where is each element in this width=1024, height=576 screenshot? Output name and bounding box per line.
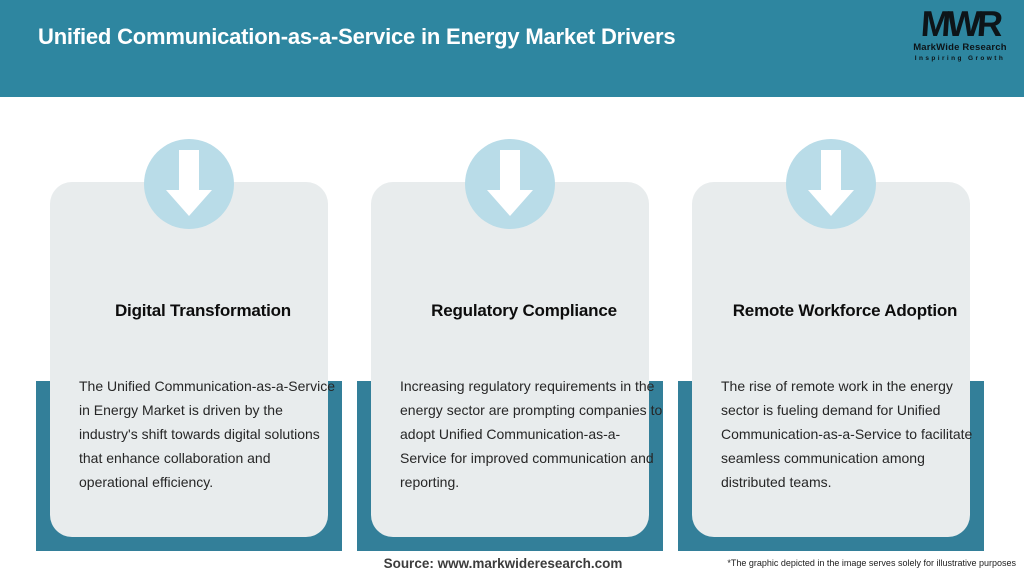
driver-card-remote-workforce-adoption: Remote Workforce Adoption The rise of re… <box>678 131 984 556</box>
disclaimer-text: *The graphic depicted in the image serve… <box>727 558 1016 568</box>
card-description: The rise of remote work in the energy se… <box>721 378 973 490</box>
card-body-panel: Digital Transformation The Unified Commu… <box>50 182 335 537</box>
down-arrow-icon <box>465 139 555 229</box>
markwide-logo: MWR MarkWide Research Inspiring Growth <box>908 3 1012 62</box>
card-title: Regulatory Compliance <box>431 301 617 320</box>
card-body-panel: Regulatory Compliance Increasing regulat… <box>371 182 662 537</box>
down-arrow-icon <box>786 139 876 229</box>
header-bar: Unified Communication-as-a-Service in En… <box>0 0 1024 97</box>
card-title: Digital Transformation <box>114 301 291 320</box>
down-arrow-icon <box>144 139 234 229</box>
logo-tagline: Inspiring Growth <box>914 54 1006 62</box>
card-description: Increasing regulatory requirements in th… <box>400 378 663 490</box>
card-body-panel: Remote Workforce Adoption The rise of re… <box>692 182 972 537</box>
logo-mark: MWR <box>919 3 1001 44</box>
card-title: Remote Workforce Adoption <box>732 301 958 320</box>
driver-card-digital-transformation: Digital Transformation The Unified Commu… <box>36 131 342 556</box>
source-text: Source: www.markwideresearch.com <box>383 556 623 571</box>
card-description: The Unified Communication-as-a-Service i… <box>79 378 335 490</box>
driver-card-regulatory-compliance: Regulatory Compliance Increasing regulat… <box>357 131 663 556</box>
logo-name: MarkWide Research <box>913 42 1007 53</box>
page-title: Unified Communication-as-a-Service in En… <box>38 24 676 49</box>
